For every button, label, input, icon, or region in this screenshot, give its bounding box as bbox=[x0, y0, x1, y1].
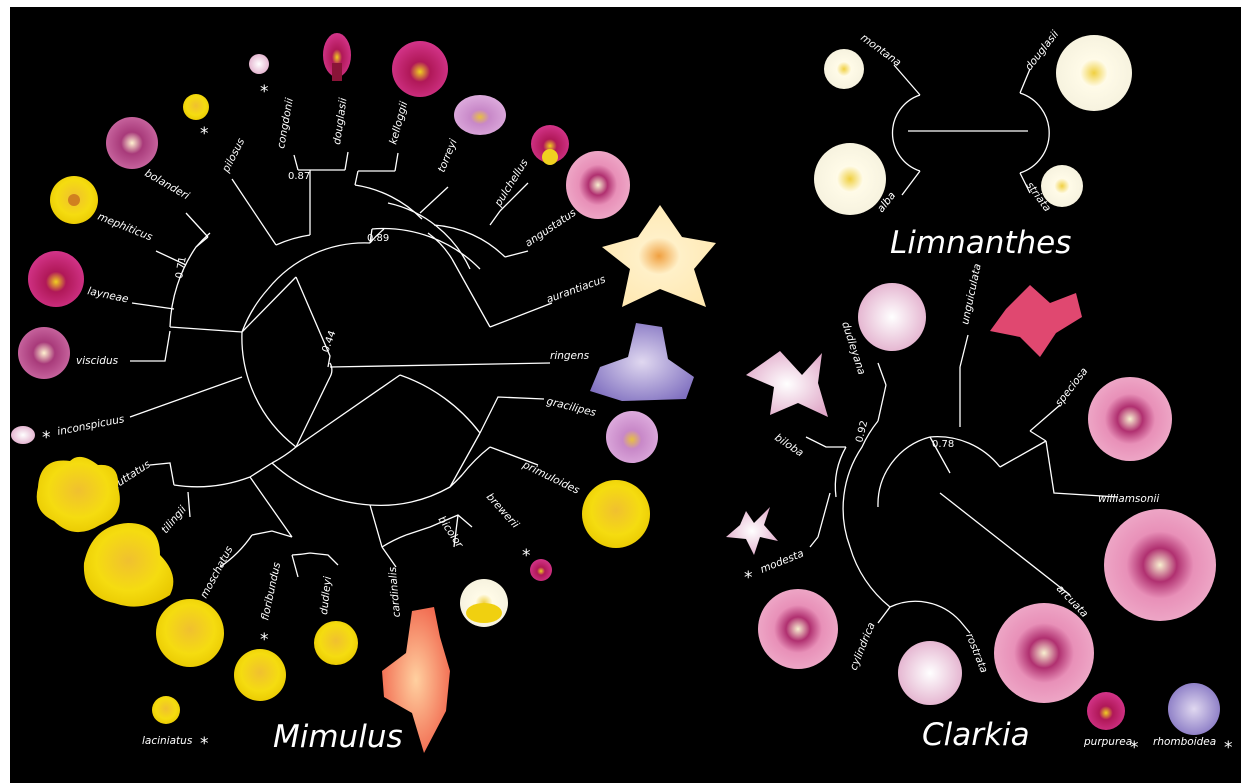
flower-viscidus bbox=[18, 327, 70, 379]
flower-angustatus bbox=[566, 151, 630, 219]
flower-gracilipes bbox=[606, 411, 658, 463]
taxon-label: modesta bbox=[759, 547, 806, 575]
figure-canvas: congdonii douglasii kelloggii torreyi pi… bbox=[10, 7, 1241, 783]
taxon-label: rostrata bbox=[963, 632, 990, 675]
asterisk-marker: * bbox=[1130, 738, 1139, 758]
taxon-label: floribundus bbox=[259, 561, 283, 622]
flower-pulchellus bbox=[531, 125, 569, 165]
taxon-label: gracilipes bbox=[545, 395, 597, 419]
support-value: 0.89 bbox=[367, 233, 389, 244]
flower-dudleyi bbox=[314, 621, 358, 665]
support-value: 0.71 bbox=[174, 256, 189, 280]
taxon-label: douglasii bbox=[1023, 28, 1061, 73]
taxon-label: viscidus bbox=[76, 355, 119, 367]
taxon-label: unguiculata bbox=[959, 263, 984, 326]
flower-clarkia-arcuata bbox=[994, 603, 1094, 703]
taxon-label: aurantiacus bbox=[545, 273, 608, 306]
flower-limnanthes-striata bbox=[1041, 165, 1083, 207]
asterisk-marker: * bbox=[260, 630, 269, 650]
flower-aurantiacus bbox=[602, 205, 716, 307]
flower-bolanderi bbox=[106, 117, 158, 169]
flower-ringens bbox=[590, 323, 694, 401]
phylogeny-figure: congdonii douglasii kelloggii torreyi pi… bbox=[10, 7, 1241, 783]
asterisk-marker: * bbox=[522, 546, 531, 566]
flower-bicolor bbox=[460, 579, 508, 627]
asterisk-marker: * bbox=[200, 124, 209, 144]
taxon-label: congdonii bbox=[275, 97, 296, 149]
support-value: 0.44 bbox=[320, 329, 338, 354]
genus-title-limnanthes: Limnanthes bbox=[890, 225, 1071, 261]
flower-brewerii bbox=[530, 559, 552, 581]
taxon-label: tilingii bbox=[159, 504, 189, 536]
flower-clarkia-rostrata bbox=[898, 641, 962, 705]
support-value: 0.78 bbox=[932, 439, 954, 450]
taxon-label: torreyi bbox=[436, 137, 460, 174]
flower-limnanthes-douglasii bbox=[1056, 35, 1132, 111]
taxon-label: cylindrica bbox=[848, 621, 878, 672]
asterisk-marker: * bbox=[1224, 738, 1233, 758]
taxon-label: bolanderi bbox=[143, 167, 192, 202]
asterisk-marker: * bbox=[42, 428, 51, 448]
flower-inconspicuus bbox=[11, 426, 35, 444]
flower-douglasii bbox=[323, 33, 351, 81]
flower-congdonii bbox=[249, 54, 269, 74]
flower-clarkia-rhomboidea bbox=[1168, 683, 1220, 735]
taxon-label: kelloggii bbox=[387, 100, 410, 146]
flower-clarkia-biloba bbox=[746, 351, 828, 417]
flower-floribundus bbox=[234, 649, 286, 701]
flower-limnanthes-alba bbox=[814, 143, 886, 215]
flower-moschatus bbox=[156, 599, 224, 667]
taxon-label: speciosa bbox=[1053, 366, 1091, 409]
taxon-label: cardinalis bbox=[387, 566, 403, 618]
taxon-label: laciniatus bbox=[142, 735, 193, 747]
taxon-label: inconspicuus bbox=[56, 413, 126, 438]
support-value: 0.92 bbox=[854, 419, 870, 443]
taxon-label: rhomboidea bbox=[1153, 736, 1216, 748]
taxon-label: douglasii bbox=[331, 97, 349, 145]
genus-title-clarkia: Clarkia bbox=[922, 717, 1030, 753]
taxon-label: dudleyi bbox=[318, 576, 334, 616]
flower-tilingii bbox=[84, 523, 173, 607]
flower-mephiticus bbox=[50, 176, 98, 224]
taxon-label: layneae bbox=[86, 285, 129, 305]
flower-laciniatus bbox=[152, 696, 180, 724]
flower-photos bbox=[11, 33, 1220, 753]
flower-clarkia-modesta bbox=[726, 507, 778, 555]
flower-limnanthes-montana bbox=[824, 49, 864, 89]
taxon-label: pulchellus bbox=[492, 157, 531, 210]
support-value: 0.87 bbox=[288, 171, 310, 182]
genus-title-mimulus: Mimulus bbox=[273, 719, 403, 755]
taxon-label: purpurea bbox=[1083, 736, 1132, 748]
flower-primuloides bbox=[582, 480, 650, 548]
taxon-label: bicolor bbox=[436, 514, 466, 551]
flower-guttatus bbox=[37, 457, 120, 532]
taxon-label: mephiticus bbox=[96, 211, 155, 244]
taxon-label: pilosus bbox=[220, 136, 248, 175]
mimulus-tree bbox=[130, 152, 552, 577]
flower-clarkia-speciosa bbox=[1088, 377, 1172, 461]
flower-torreyi bbox=[454, 95, 506, 135]
taxon-label: ringens bbox=[550, 350, 590, 362]
flower-clarkia-unguiculata bbox=[990, 285, 1082, 357]
taxon-label: williamsonii bbox=[1098, 493, 1159, 505]
flower-clarkia-williamsonii bbox=[1104, 509, 1216, 621]
flower-clarkia-dudleyana bbox=[858, 283, 926, 351]
asterisk-marker: * bbox=[744, 568, 753, 588]
taxon-label: biloba bbox=[772, 432, 805, 460]
flower-kelloggii bbox=[392, 41, 448, 97]
limnanthes-tree: montana douglasii alba striata Limnanthe… bbox=[858, 28, 1071, 261]
taxon-label: angustatus bbox=[523, 206, 579, 249]
taxon-label: brewerii bbox=[484, 491, 522, 531]
asterisk-marker: * bbox=[200, 734, 209, 754]
taxon-label: moschatus bbox=[198, 544, 236, 601]
asterisk-marker: * bbox=[260, 82, 269, 102]
flower-layneae bbox=[28, 251, 84, 307]
taxon-label: montana bbox=[858, 32, 903, 69]
flower-clarkia-cylindrica bbox=[758, 589, 838, 669]
taxon-label: primuloides bbox=[520, 458, 582, 496]
flower-pilosus bbox=[183, 94, 209, 120]
flower-clarkia-purpurea bbox=[1087, 692, 1125, 730]
